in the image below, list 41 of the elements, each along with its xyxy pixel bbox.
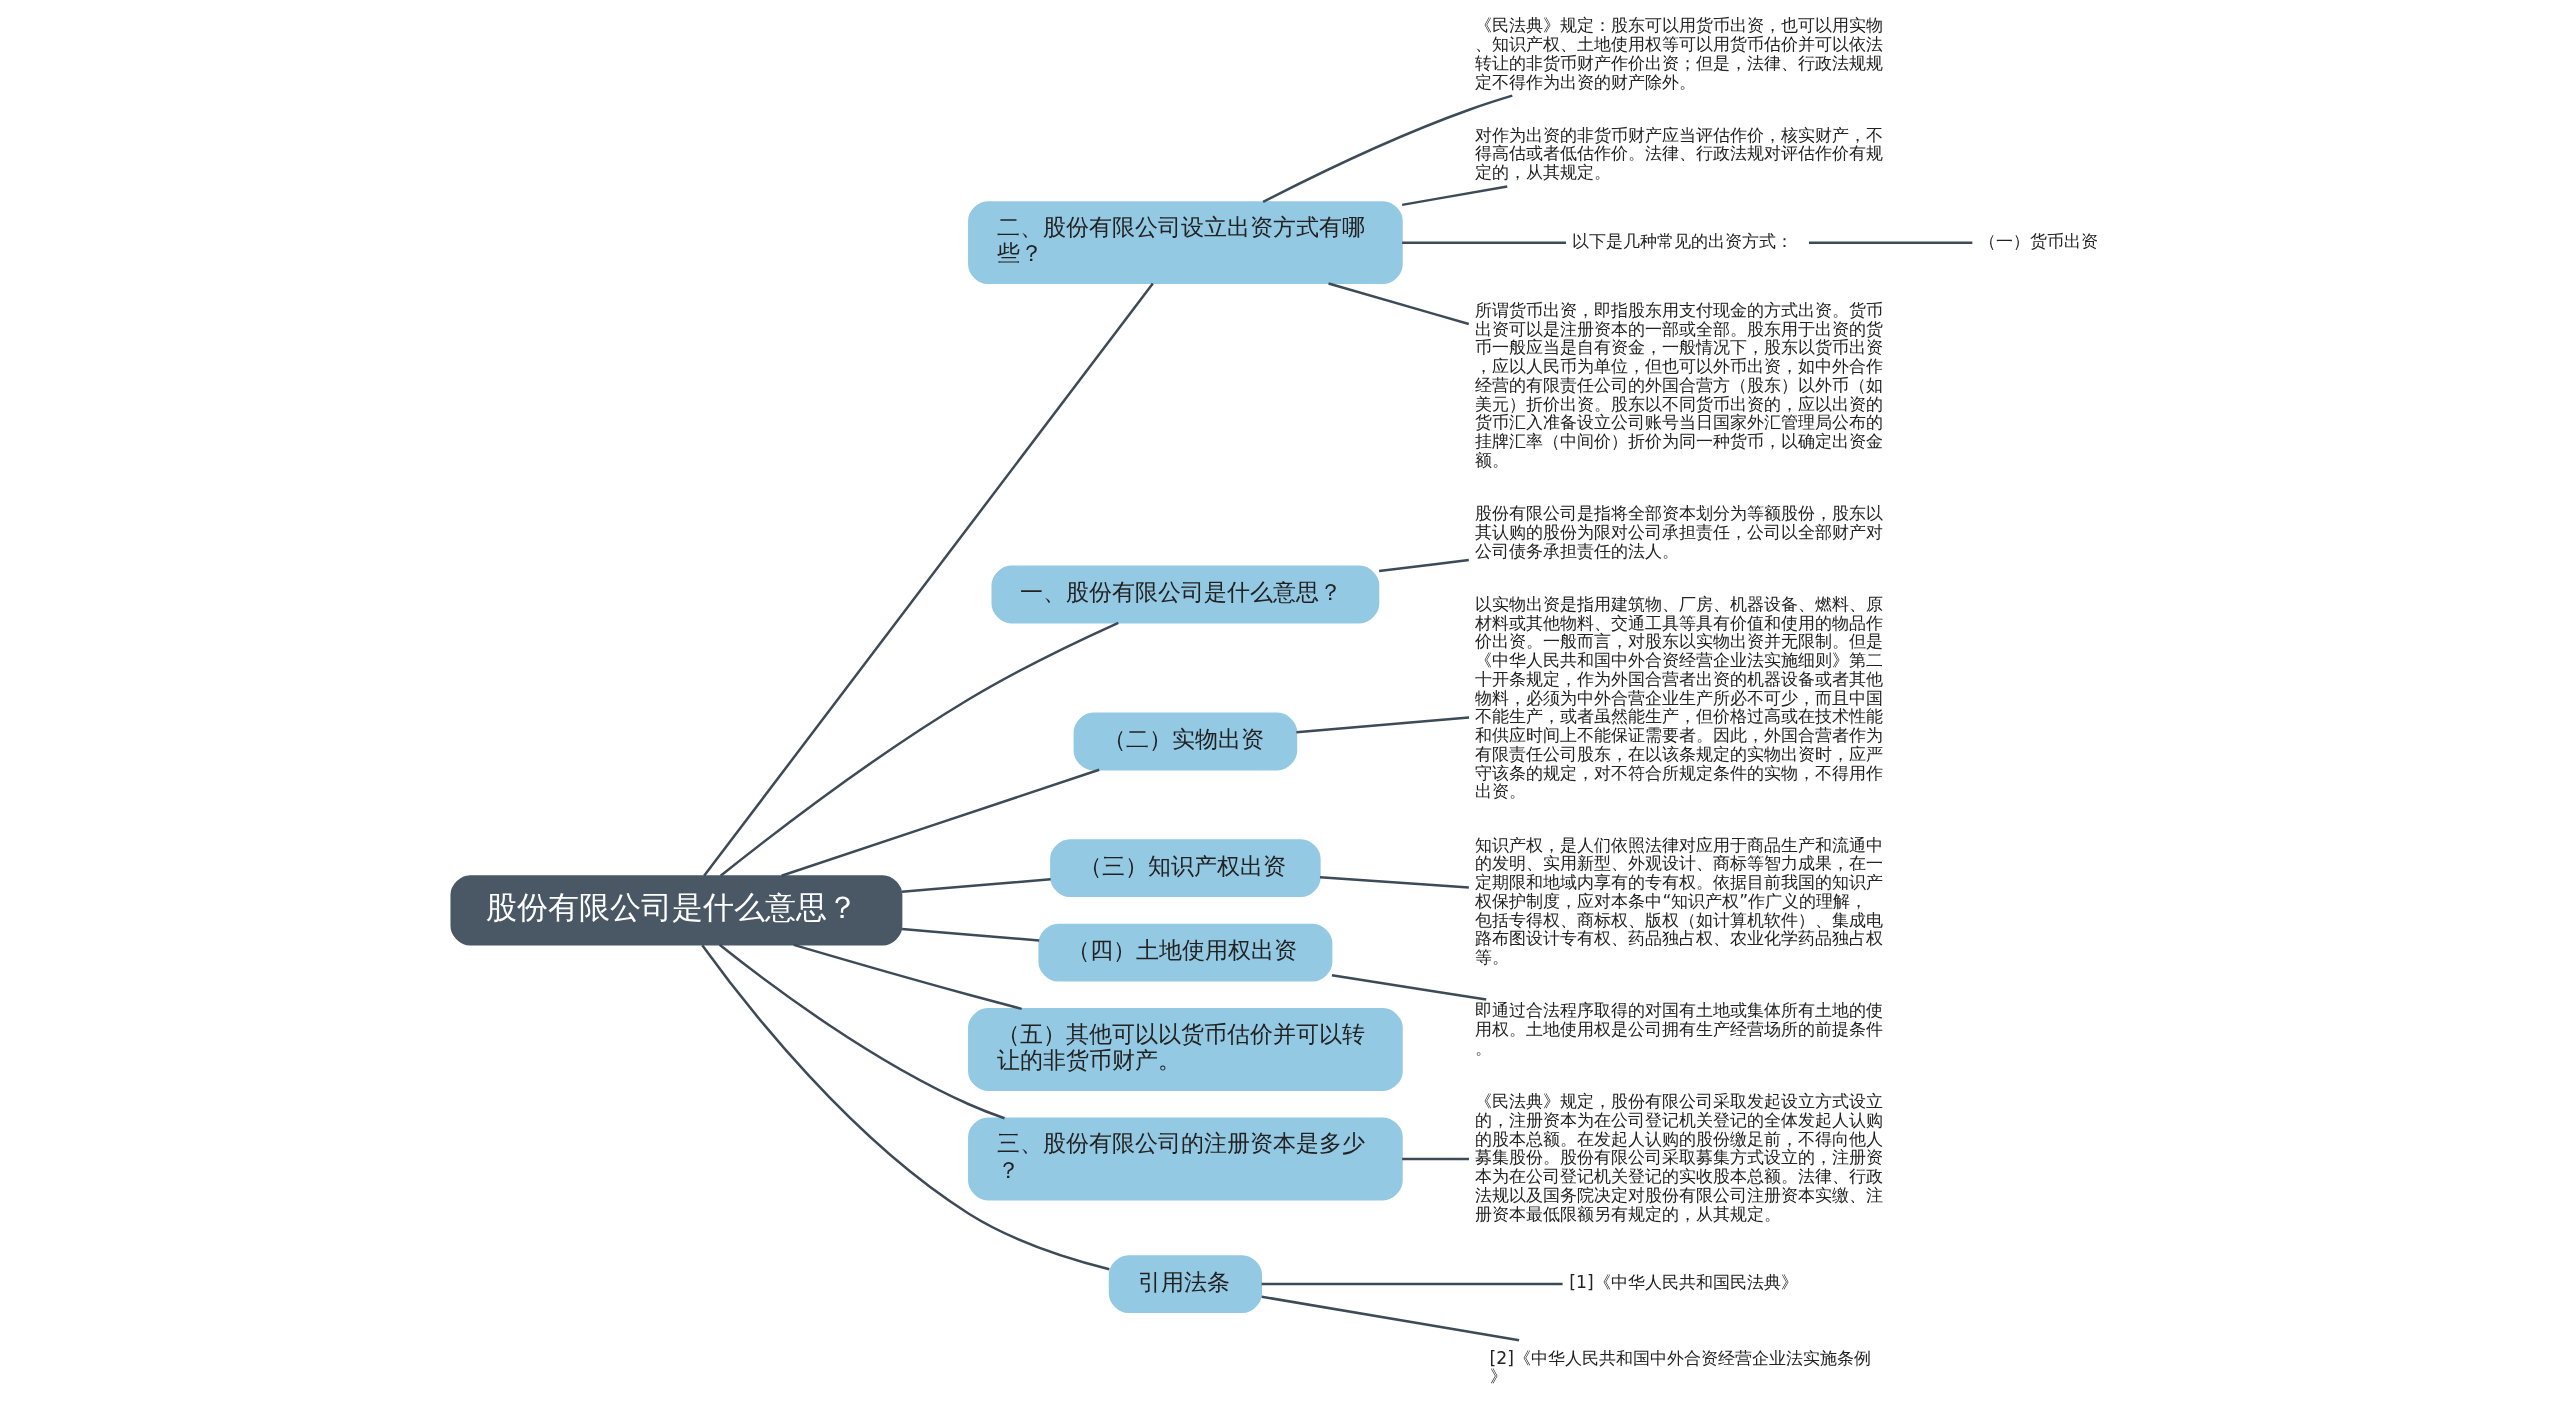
node-text: （一）货币出资 bbox=[1978, 231, 2098, 252]
node-box: 一、股份有限公司是什么意思？ bbox=[991, 565, 1380, 624]
node-text: 即通过合法程序取得的对国有土地或集体所有土地的使用权。土地使用权是公司拥有生产经营场所的前提条件。 bbox=[1475, 1000, 1884, 1058]
node-box: 引用法条 bbox=[1108, 1255, 1262, 1313]
node-text: 所谓货币出资，即指股东用支付现金的方式出资。货币出资可以是注册资本的一部或全部。股东用于出资的货币一般应当是自有资金，一般情况下，股东以货币出资，应以人民币为单位，但也可以外币出资，如中外合作经营的有限责任公司的外国合营方（股东）以外币（如美元）折价出资。股东以不同货币出资的，应以出资的货币汇入准备设立公司账号当日国家外汇管理局公布的挂牌汇率（中间价）折价为同一种货币，以确定出资金额。 bbox=[1475, 299, 1884, 470]
node-text: 以下是几种常见的出资方式： bbox=[1572, 231, 1794, 252]
node-box: （四）土地使用权出资 bbox=[1038, 923, 1333, 982]
connector bbox=[1808, 241, 1973, 244]
connector bbox=[901, 927, 1040, 942]
connector bbox=[719, 621, 1119, 877]
connector bbox=[1262, 94, 1513, 203]
node-box: 股份有限公司是什么意思？ bbox=[450, 875, 903, 946]
node-text: [2]《中华人民共和国中外合资经营企业法实施条例》 bbox=[1489, 1347, 1871, 1387]
connector bbox=[1378, 558, 1469, 573]
connector bbox=[1402, 1157, 1469, 1161]
node-box: 三、股份有限公司的注册资本是多少？ bbox=[968, 1117, 1403, 1201]
node-box: （五）其他可以以货币估价并可以转让的非货币财产。 bbox=[968, 1008, 1403, 1091]
connector bbox=[1402, 241, 1566, 244]
node-box: （三）知识产权出资 bbox=[1050, 839, 1321, 898]
connector bbox=[718, 943, 1005, 1120]
connector bbox=[793, 943, 1022, 1011]
connector bbox=[1401, 185, 1508, 207]
node-text: 《民法典》规定，股份有限公司采取发起设立方式设立的，注册资本为在公司登记机关登记的全体发起人认购的股本总额。在发起人认购的股份缴足前，不得向他人募集股份。股份有限公司采取募集方式设立的，注册资本为在公司登记机关登记的实收股本总额。法律、行政法规以及国务院决定对股份有限公司注册资本实缴、注册资本最低限额另有规定的，从其规定。 bbox=[1475, 1091, 1884, 1224]
node-text: 对作为出资的非货币财产应当评估作价，核实财产，不得高估或者低估作价。法律、行政法规对评估作价有规定的，从其规定。 bbox=[1475, 124, 1884, 183]
connector bbox=[1319, 876, 1469, 889]
connector bbox=[781, 768, 1100, 877]
connector bbox=[901, 878, 1051, 893]
node-text: 《民法典》规定：股东可以用货币出资，也可以用实物、知识产权、土地使用权等可以用货币估价并可以依法转让的非货币财产作价出资；但是，法律、行政法规规定不得作为出资的财产除外。 bbox=[1475, 15, 1884, 92]
connector bbox=[1261, 1282, 1563, 1286]
connector bbox=[701, 944, 1110, 1271]
connector bbox=[1328, 282, 1470, 326]
node-text: 知识产权，是人们依照法律对应用于商品生产和流通中的发明、实用新型、外观设计、商标等智力成果，在一定期限和地域内享有的专有权。依据目前我国的知识产权保护制度，应对本条中“知识产权”作广义的理解，包括专得权、商标权、版权（如计算机软件）、集成电路布图设计专有权、药品独占权、农业化学药品独占权等。 bbox=[1475, 834, 1884, 968]
node-text: 以实物出资是指用建筑物、厂房、机器设备、燃料、原材料或其他物料、交通工具等具有价值和使用的物品作价出资。一般而言，对股东以实物出资并无限制。但是《中华人民共和国中外合资经营企业法实施细则》第二十开条规定，作为外国合营者出资的机器设备或者其他物料，必须为中外合营企业生产所必不可少，而且中国不能生产，或者虽然能生产，但价格过高或在技术性能和供应时间上不能保证需要者。因此，外国合营者作为有限责任公司股东，在以该条规定的实物出资时，应严守该条的规定，对不符合所规定条件的实物，不得用作出资。 bbox=[1475, 593, 1884, 802]
node-box: 二、股份有限公司设立出资方式有哪些？ bbox=[968, 201, 1403, 285]
connector bbox=[703, 282, 1154, 877]
connector bbox=[1296, 716, 1470, 734]
node-text: [1]《中华人民共和国民法典》 bbox=[1569, 1272, 1798, 1293]
connector bbox=[1331, 974, 1487, 1001]
connector bbox=[1261, 1295, 1520, 1342]
node-box: （二）实物出资 bbox=[1073, 712, 1298, 771]
node-text: 股份有限公司是指将全部资本划分为等额股份，股东以其认购的股份为限对公司承担责任，公司以全部财产对公司债务承担责任的法人。 bbox=[1475, 503, 1884, 561]
